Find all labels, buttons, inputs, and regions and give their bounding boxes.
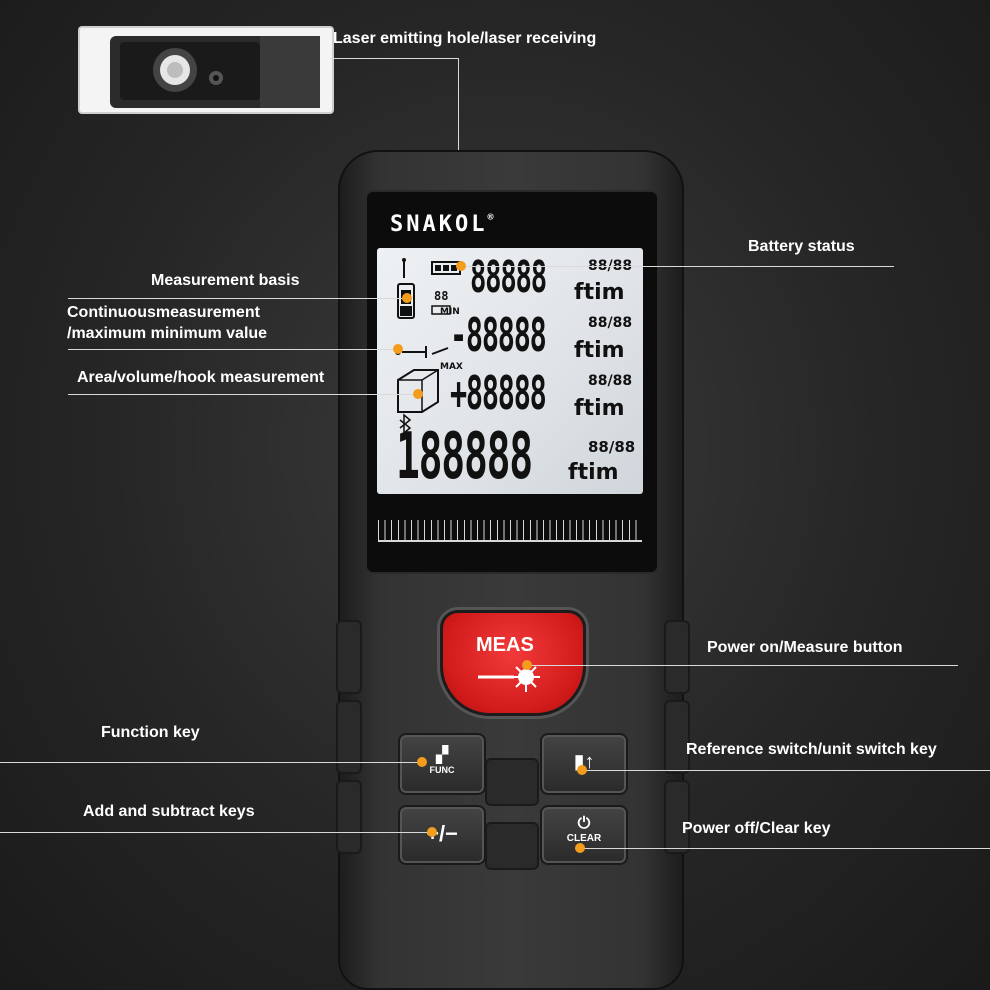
lcd-main-digits: 188888 (396, 420, 533, 494)
lcd-row-2-sup: 88/88 (588, 315, 633, 331)
function-label: Function key (101, 724, 200, 741)
battery-label: Battery status (748, 238, 855, 255)
battery-callout-dot (456, 261, 466, 271)
power-off-leader (580, 848, 990, 849)
power-on-label: Power on/Measure button (707, 639, 903, 656)
power-off-callout-dot (575, 843, 585, 853)
basis-label: Measurement basis (151, 272, 300, 289)
function-key[interactable]: ▞ FUNC (398, 733, 486, 795)
basis-callout-dot (402, 293, 412, 303)
brand-name: SNAKOL (390, 212, 488, 237)
left-grip-3 (336, 780, 362, 854)
left-grip-1 (336, 620, 362, 694)
right-grip-2 (664, 700, 690, 774)
add-subtract-label: Add and subtract keys (83, 803, 255, 820)
add-subtract-key-label: +/− (426, 821, 458, 846)
add-subtract-leader (0, 832, 432, 833)
lcd-row-2-unit: ftim (574, 338, 625, 363)
laser-aperture-photo (78, 26, 334, 114)
continuous-callout-dot (393, 344, 403, 354)
meas-button[interactable] (440, 610, 586, 716)
reference-callout-dot (577, 765, 587, 775)
reference-label: Reference switch/unit switch key (686, 741, 937, 758)
ruler-scale (378, 520, 642, 542)
function-callout-dot (417, 757, 427, 767)
continuous-leader (68, 349, 398, 350)
reference-leader (582, 770, 990, 771)
center-key-bottom (485, 822, 539, 870)
battery-leader (462, 266, 894, 267)
lcd-main-sup: 88/88 (588, 438, 636, 456)
power-off-label: Power off/Clear key (682, 820, 831, 837)
lcd-row-3-unit: ftim (574, 396, 625, 421)
laser-aperture-illustration (110, 36, 320, 108)
brand-mark: ® (487, 212, 497, 223)
lcd-row-3-sup: 88/88 (588, 373, 633, 389)
center-key-top (485, 758, 539, 806)
basis-leader (68, 298, 408, 299)
grid-icon: ▞ (435, 747, 449, 764)
continuous-label-1: Continuousmeasurement (67, 304, 260, 321)
area-leader (68, 394, 418, 395)
add-subtract-key[interactable]: +/− (398, 805, 486, 865)
continuous-label-2: /maximum minimum value (67, 325, 268, 342)
brand-logo: SNAKOL® (390, 212, 497, 237)
lcd-row-3-digits: +88888 (450, 366, 547, 420)
right-grip-1 (664, 620, 690, 694)
lcd-row-2-digits: -88888 (450, 308, 547, 362)
power-on-leader (528, 665, 958, 666)
laser-leader-v (458, 58, 459, 154)
lcd-max-tag: MAX (440, 362, 463, 372)
lcd-row-1-digits: 88888 (470, 252, 547, 303)
svg-text:88: 88 (434, 289, 448, 303)
power-icon: ⏻ (577, 815, 591, 832)
power-on-callout-dot (522, 660, 532, 670)
function-leader (0, 762, 422, 763)
area-callout-dot (413, 389, 423, 399)
laser-leader-h (330, 58, 458, 59)
laser-label: Laser emitting hole/laser receiving (333, 30, 597, 47)
lcd-main-unit: ftim (568, 460, 619, 485)
area-label: Area/volume/hook measurement (77, 369, 325, 386)
clear-key[interactable]: ⏻ CLEAR (540, 805, 628, 865)
laser-burst-icon (478, 662, 540, 692)
clear-key-label: CLEAR (566, 833, 602, 844)
add-subtract-callout-dot (427, 827, 437, 837)
right-grip-3 (664, 780, 690, 854)
lcd-min-tag: MIN (440, 307, 460, 317)
function-key-label: FUNC (429, 765, 455, 775)
lcd-row-1-unit: ftim (574, 280, 625, 305)
left-grip-2 (336, 700, 362, 774)
reference-unit-key[interactable]: ▮↑ (540, 733, 628, 795)
meas-button-label: MEAS (476, 634, 534, 656)
